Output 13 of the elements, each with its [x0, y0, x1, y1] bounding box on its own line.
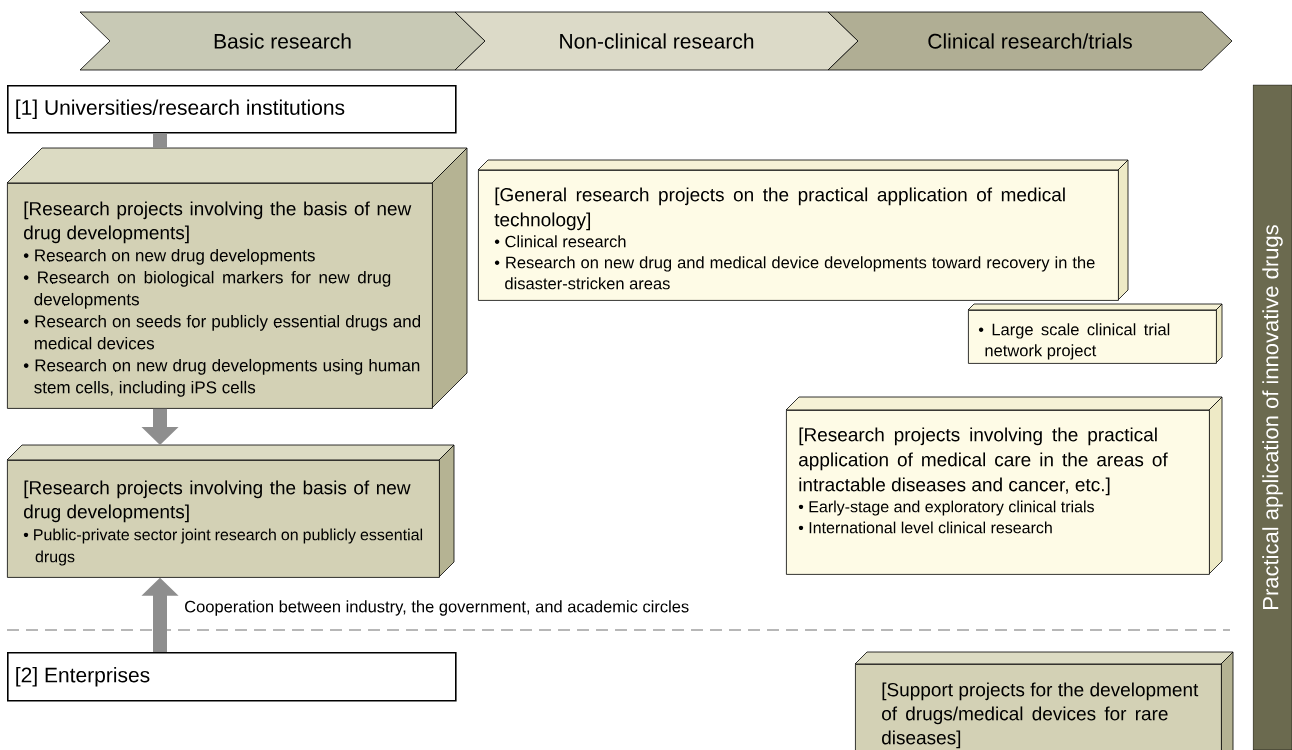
stage-band: Non-clinical research	[454, 11, 859, 71]
project-block: [General research projects on the practical application of medical technology] • Clinical research • Research on new drug and medical device developments toward recovery in the disaster-stricken areas	[477, 159, 1129, 301]
goal-bar: Practical application of innovative drugs	[1252, 84, 1292, 750]
organization-box: [2] Enterprises	[7, 652, 457, 702]
organization-box: [1] Universities/research institutions	[7, 85, 457, 134]
project-block: [Research projects involving the basis of new drug developments] • Research on new drug developments • Research on biological markers for new drug developments • Research on seeds for publicly essential drugs and medical devices • Research on new drug developments using human stem cells, including iPS cells	[6, 147, 468, 409]
edge-label: Cooperation between industry, the government, and academic circles	[185, 600, 689, 616]
project-block: [Research projects involving the basis of new drug developments] • Public-private sector joint research on publicly essential drugs	[6, 444, 455, 578]
stage-band: Clinical research/trials	[827, 11, 1233, 71]
project-block: • Large scale clinical trial network project	[967, 303, 1223, 364]
project-block: [Research projects involving the practical application of medical care in the areas of intractable diseases and cancer, etc.] • Early-stage and exploratory clinical trials • International level clinical research	[785, 396, 1223, 575]
stage-band: Basic research	[79, 11, 486, 71]
project-block: [Support projects for the development of drugs/medical devices for rare diseases]	[854, 651, 1234, 750]
